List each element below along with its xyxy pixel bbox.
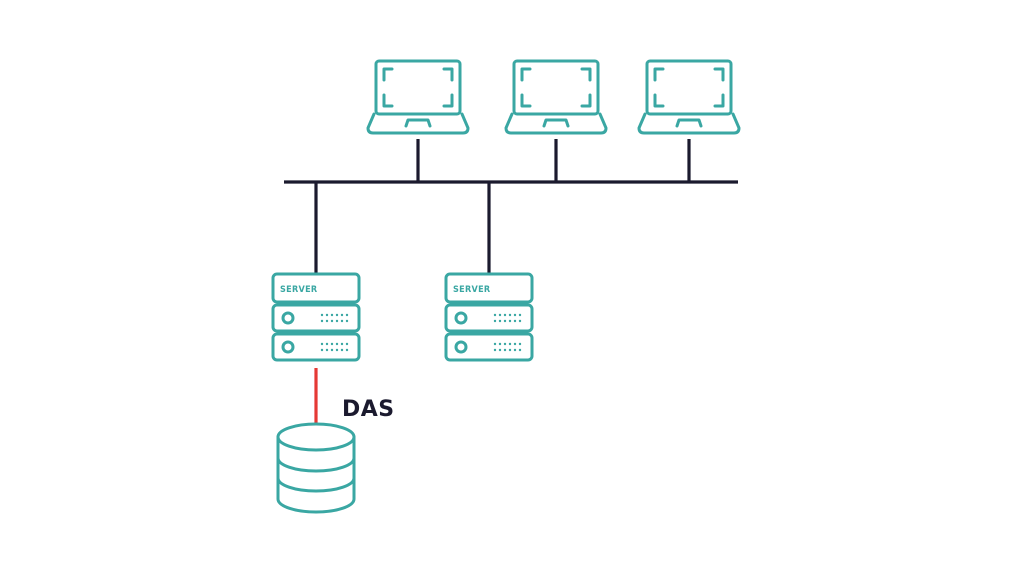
server-vent-dot (320, 319, 324, 323)
server-unit-top (444, 272, 534, 304)
server-vent-dot (508, 342, 512, 346)
server-vent-dot (340, 319, 344, 323)
server-unit-bottom (271, 332, 361, 362)
laptop-icon (366, 59, 470, 135)
server-vent-dot (325, 313, 329, 317)
server-vent-dot (330, 348, 334, 352)
network-lines (284, 139, 738, 274)
server-unit-middle (444, 303, 534, 333)
server-vent-dot (493, 348, 497, 352)
server-label: SERVER (453, 285, 491, 295)
laptop-icon (504, 59, 608, 135)
server-vent-dot (508, 319, 512, 323)
server-vents (493, 313, 522, 352)
server-vent-dot (345, 319, 349, 323)
server-vent-dot (508, 313, 512, 317)
server-vent-dot (345, 313, 349, 317)
server-vent-dot (345, 348, 349, 352)
server-vent-dot (518, 319, 522, 323)
server-vent-dot (518, 313, 522, 317)
server-vent-dot (320, 313, 324, 317)
server-vent-dot (513, 319, 517, 323)
server-vent-dot (503, 319, 507, 323)
server-led (281, 340, 295, 354)
server-rack-icon: SERVER (271, 272, 361, 362)
server-label: SERVER (280, 285, 318, 295)
laptop-icon (637, 59, 741, 135)
server-vent-dot (340, 313, 344, 317)
server-unit-bottom (444, 332, 534, 362)
server-vent-dot (503, 342, 507, 346)
server-vent-dot (503, 313, 507, 317)
server-rack-icon: SERVER (444, 272, 534, 362)
server-vent-dot (513, 342, 517, 346)
server-vent-dot (330, 319, 334, 323)
server-vent-dot (513, 313, 517, 317)
server-led (281, 311, 295, 325)
server-vent-dot (330, 342, 334, 346)
server-vent-dot (335, 313, 339, 317)
server-vent-dot (508, 348, 512, 352)
server-vent-dot (325, 319, 329, 323)
server-led (454, 340, 468, 354)
das-label: DAS (342, 397, 395, 422)
server-vent-dot (340, 342, 344, 346)
server-vent-dot (335, 348, 339, 352)
server-unit-middle (271, 303, 361, 333)
server-vent-dot (503, 348, 507, 352)
server-vent-dot (493, 319, 497, 323)
server-vent-dot (340, 348, 344, 352)
server-vent-dot (325, 348, 329, 352)
server-led (454, 311, 468, 325)
database-cylinder-icon (276, 422, 356, 514)
server-vent-dot (498, 319, 502, 323)
server-vent-dot (335, 342, 339, 346)
server-vents (320, 313, 349, 352)
server-vent-dot (335, 319, 339, 323)
server-vent-dot (498, 348, 502, 352)
server-vent-dot (320, 348, 324, 352)
server-vent-dot (320, 342, 324, 346)
server-vent-dot (518, 348, 522, 352)
server-vent-dot (498, 313, 502, 317)
server-unit-top (271, 272, 361, 304)
server-vent-dot (345, 342, 349, 346)
server-vent-dot (513, 348, 517, 352)
server-vent-dot (325, 342, 329, 346)
server-vent-dot (493, 313, 497, 317)
server-vent-dot (330, 313, 334, 317)
server-vent-dot (498, 342, 502, 346)
server-vent-dot (493, 342, 497, 346)
server-vent-dot (518, 342, 522, 346)
